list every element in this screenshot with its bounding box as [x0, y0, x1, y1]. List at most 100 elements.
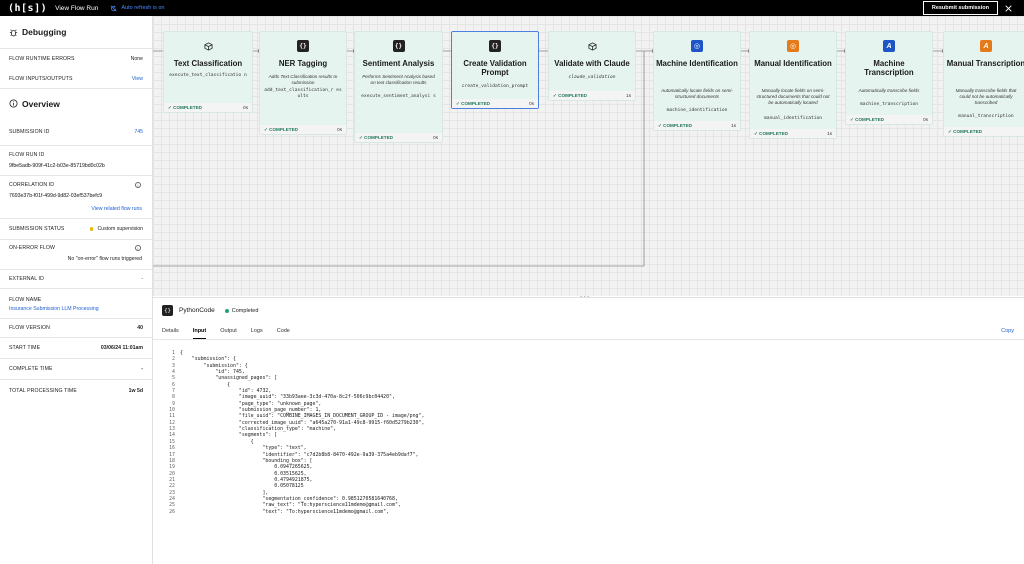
flow-runtime-errors-value: None: [130, 56, 143, 62]
total-processing-time-row: TOTAL PROCESSING TIME 1w 5d: [0, 380, 152, 401]
node-status-text: ✓ COMPLETED: [456, 100, 490, 106]
flow-canvas[interactable]: Text Classification execute_text_classif…: [153, 16, 1024, 296]
flow-name-block: FLOW NAME Insurance Submission LLM Proce…: [0, 289, 152, 319]
node-duration: 1s: [731, 123, 736, 128]
node-status: ✓ COMPLETED 0s: [452, 99, 538, 108]
node-title: Manual Identification: [754, 59, 832, 68]
node-status-text: ✓ COMPLETED: [754, 130, 788, 136]
node-function: claude_validation: [568, 75, 616, 80]
node-status-text: ✓ COMPLETED: [553, 92, 587, 98]
debugging-title: Debugging: [22, 27, 67, 37]
flow-node-sentiment-analysis[interactable]: {} Sentiment Analysis Performs Sentiment…: [354, 31, 443, 143]
code-line: 14 "segments": [: [153, 432, 1024, 438]
status-dot-icon: [89, 227, 94, 231]
flow-node-ner-tagging[interactable]: {} NER Tagging Adds Text Classification …: [259, 31, 347, 135]
code-line: 12 "corrected_image_uuid": "a645a270-91a…: [153, 420, 1024, 426]
line-text: "id": 4732,: [180, 388, 272, 395]
tab-output[interactable]: Output: [220, 328, 237, 334]
flow-name-label: FLOW NAME: [9, 297, 42, 303]
node-status: ✓ COMPLETED 1s: [654, 121, 740, 130]
complete-time-label: COMPLETE TIME: [9, 366, 53, 372]
line-number: 10: [169, 407, 175, 414]
line-number: 18: [169, 457, 175, 464]
flow-node-machine-identification[interactable]: ◎ Machine Identification Automatically l…: [653, 31, 741, 131]
code-braces-icon: {}: [489, 40, 501, 52]
line-text: "type": "text",: [180, 445, 307, 452]
correlation-id-value: 7693e37b-f01f-499d-9d82-03ef537befc9: [9, 193, 103, 199]
node-status-text: ✓ COMPLETED: [850, 116, 884, 122]
line-number: 8: [172, 394, 175, 401]
resubmit-button[interactable]: Resubmit submission: [922, 1, 998, 15]
line-text: {: [180, 438, 254, 445]
line-text: "raw_text": "To:hyperscience11mdemo@gmai…: [180, 502, 401, 509]
start-time-value: 03/06/24 11:01am: [100, 345, 143, 351]
correlation-id-label: CORRELATION ID: [9, 182, 55, 188]
line-number: 14: [169, 432, 175, 439]
view-related-flow-runs-link[interactable]: View related flow runs: [91, 206, 142, 212]
total-time-value: 1w 5d: [128, 387, 143, 394]
node-title: Validate with Claude: [554, 59, 630, 68]
code-line: 21 0.4794921875,: [153, 477, 1024, 483]
node-title: Create Validation Prompt: [463, 59, 527, 77]
flow-io-row: FLOW INPUTS/OUTPUTS View: [0, 69, 152, 89]
node-function: machine_transcription: [859, 102, 919, 107]
code-line: 24 "segmentation_confidence": 0.98512705…: [153, 496, 1024, 502]
panel-tabs: Details Input Output Logs Code Copy: [153, 323, 1024, 340]
copy-button[interactable]: Copy: [1001, 328, 1014, 334]
node-description: Manually transcribe fields that could no…: [955, 88, 1017, 105]
submission-status-label: SUBMISSION STATUS: [9, 226, 65, 232]
node-duration: 0s: [243, 105, 248, 110]
line-text: ],: [180, 489, 269, 496]
line-text: 0.05078125: [180, 483, 304, 490]
correlation-info-icon[interactable]: i: [135, 182, 141, 188]
panel-header: {} PythonCode Completed: [153, 298, 1024, 323]
node-status-text: ✓ COMPLETED: [359, 134, 393, 140]
code-line: 25 "raw_text": "To:hyperscience11mdemo@g…: [153, 502, 1024, 508]
tab-details[interactable]: Details: [162, 328, 179, 334]
line-text: "page_type": "unknown_page",: [180, 400, 322, 407]
flow-io-view-link[interactable]: View: [131, 75, 143, 82]
line-number: 21: [169, 476, 175, 483]
flow-node-text-classification[interactable]: Text Classification execute_text_classif…: [163, 31, 253, 113]
auto-refresh-toggle[interactable]: Auto refresh is on: [110, 4, 164, 12]
flow-node-machine-transcription[interactable]: A Machine Transcription Automatically tr…: [845, 31, 933, 125]
line-text: "id": 745,: [180, 369, 245, 376]
start-time-row: START TIME 03/06/24 11:01am: [0, 338, 152, 359]
node-status-text: ✓ COMPLETED: [168, 104, 202, 110]
line-number: 5: [172, 375, 175, 382]
node-description: Performs Sentiment Analysis based on tex…: [362, 74, 435, 85]
submission-status-value: Custom supervision: [89, 226, 143, 232]
line-text: 0.0947265625,: [180, 464, 313, 471]
node-status: ✓ COMPLETED 0s: [260, 125, 346, 134]
flow-node-manual-identification[interactable]: ◎ Manual Identification Manually locate …: [749, 31, 837, 139]
flow-node-manual-transcription[interactable]: A Manual Transcription Manually transcri…: [943, 31, 1024, 137]
info-circle-icon: [9, 99, 18, 108]
node-description: Manually locate fields on semi-structure…: [756, 88, 830, 105]
line-text: {: [180, 381, 231, 388]
app-logo[interactable]: (h[s]): [8, 2, 48, 14]
code-line: 26 "text": "To:hyperscience11mdemo@gmail…: [153, 509, 1024, 515]
flow-node-create-validation-prompt[interactable]: {} Create Validation Prompt create_valid…: [451, 31, 539, 109]
node-detail-panel: {} PythonCode Completed Details Input Ou…: [153, 297, 1024, 564]
line-text: "segments": [: [180, 432, 278, 439]
line-number: 19: [169, 464, 175, 471]
line-number: 4: [172, 369, 175, 376]
flow-runtime-errors-row: FLOW RUNTIME ERRORS None: [0, 49, 152, 69]
code-line: 8 "image_uuid": "33b93aee-3c3d-470a-8c2f…: [153, 394, 1024, 400]
flow-runtime-errors-label: FLOW RUNTIME ERRORS: [9, 56, 75, 62]
node-status: ✓ COMPLETED: [944, 127, 1024, 136]
submission-id-link[interactable]: 745: [134, 128, 143, 135]
json-code-view[interactable]: 1{2 "submission": {3 "submission": {4 "i…: [153, 350, 1024, 515]
on-error-info-icon[interactable]: i: [135, 245, 141, 251]
node-duration: 1s: [827, 131, 832, 136]
flow-node-validate-with-claude[interactable]: Validate with Claude claude_validation ✓…: [548, 31, 636, 101]
line-number: 23: [169, 489, 175, 496]
line-number: 11: [169, 413, 175, 420]
close-icon[interactable]: [1002, 2, 1014, 14]
tab-input[interactable]: Input: [192, 323, 207, 339]
status-dot-icon: [224, 308, 229, 313]
tab-logs[interactable]: Logs: [250, 328, 263, 334]
flow-name-link[interactable]: Insurance Submission LLM Processing: [9, 306, 99, 312]
code-line: 15 {: [153, 439, 1024, 445]
tab-code[interactable]: Code: [276, 328, 290, 334]
